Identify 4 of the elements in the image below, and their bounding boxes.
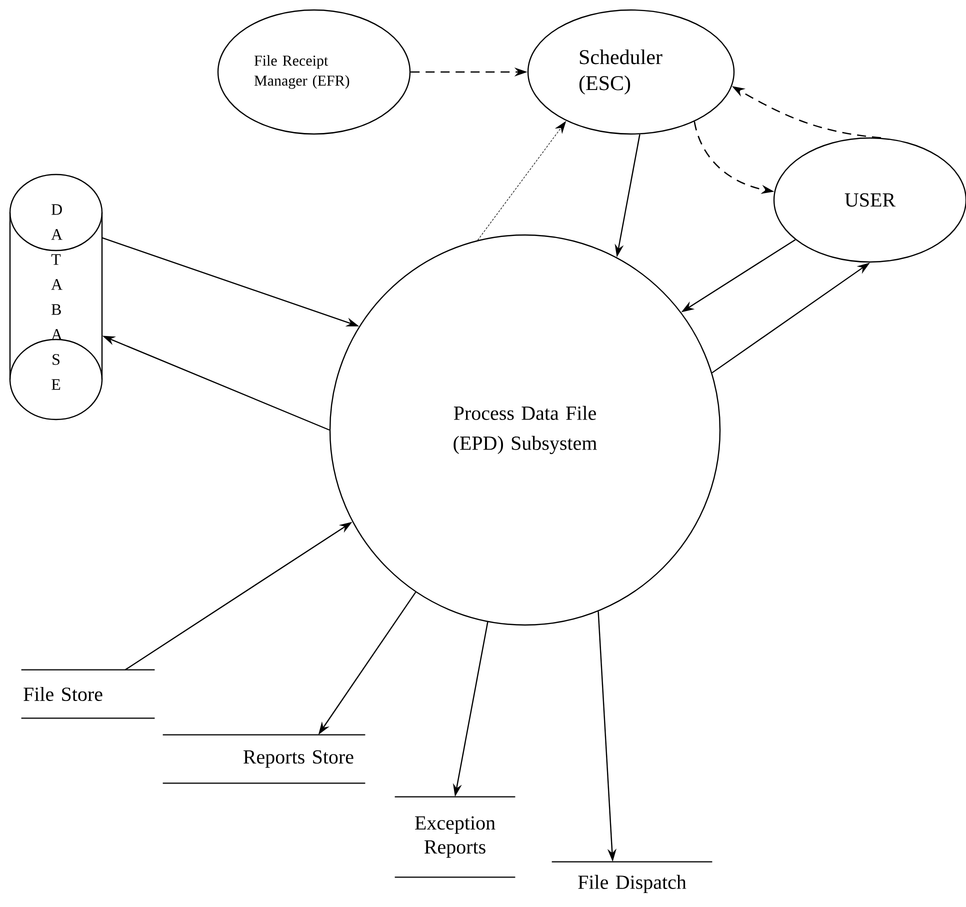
data-store: Reports Store (162, 734, 366, 784)
data-store: File Store (21, 669, 155, 719)
data-store: Exception Reports (394, 796, 516, 878)
data-store: File Dispatch (552, 861, 712, 894)
